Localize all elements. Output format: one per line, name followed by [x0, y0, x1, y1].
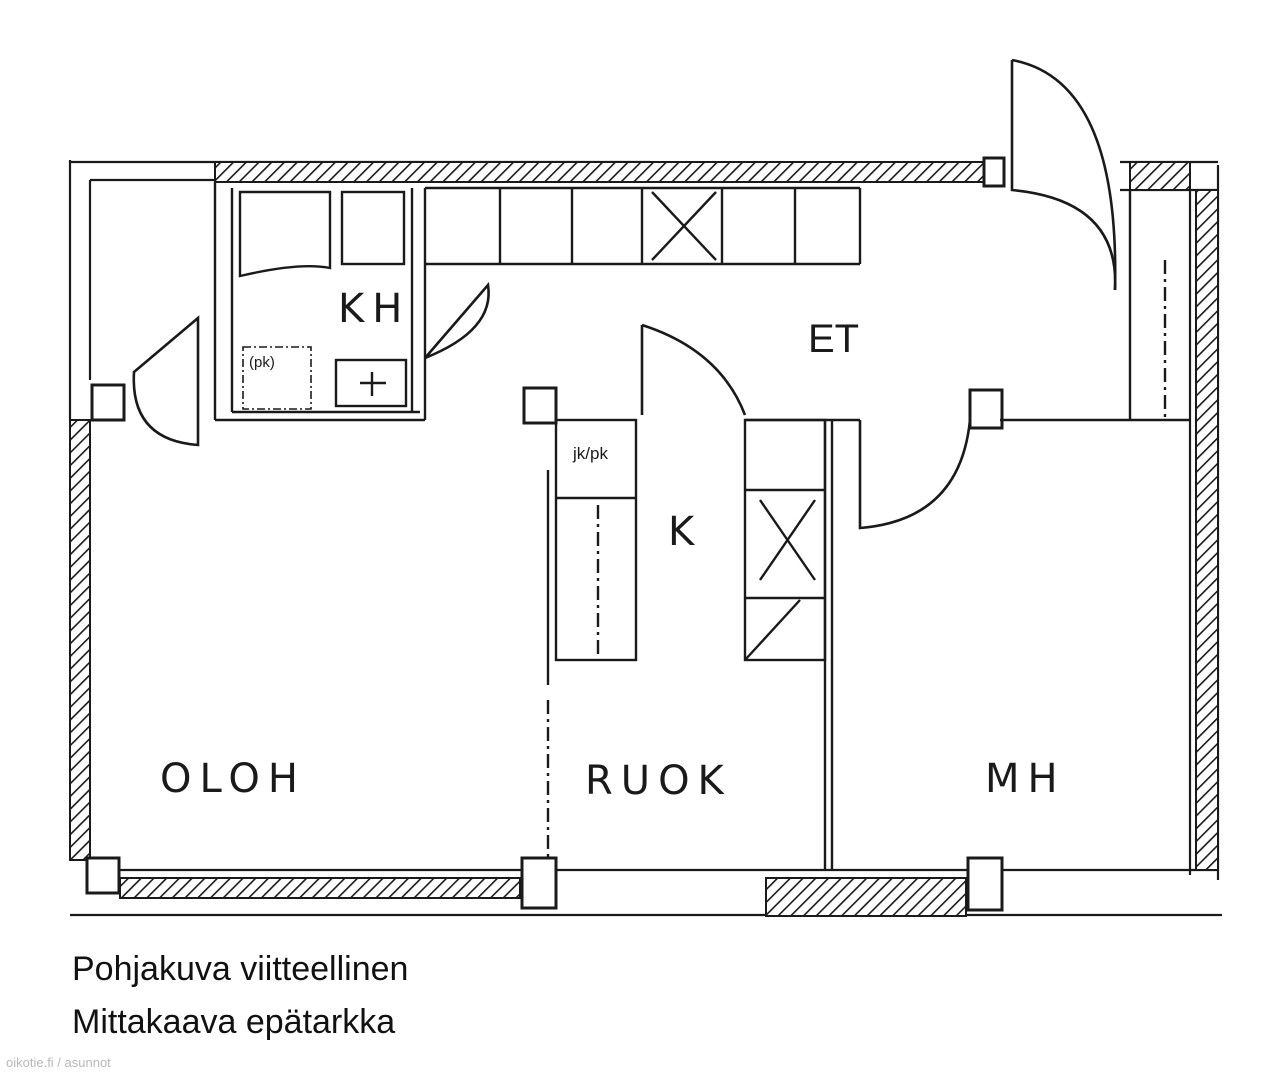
washbasin — [334, 358, 408, 408]
pk-dashed-box — [242, 346, 312, 410]
room-label-kh: KH — [338, 286, 410, 332]
wardrobe-row — [425, 186, 862, 266]
room-label-ruok: RUOK — [585, 758, 732, 804]
source-watermark: oikotie.fi / asunnot — [6, 1055, 111, 1070]
shower-tray — [238, 190, 332, 278]
room-label-et: ET — [808, 317, 859, 361]
fixture-label-jkpk: jk/pk — [572, 444, 608, 463]
fixture-label-pk: (pk) — [249, 354, 275, 371]
doors — [132, 58, 1117, 530]
disclaimer-approximate: Pohjakuva viitteellinen — [72, 950, 409, 988]
kitchen-counter-left — [554, 418, 638, 662]
pillars — [85, 156, 1006, 912]
disclaimer-scale: Mittakaava epätarkka — [72, 1003, 396, 1041]
hatched-walls — [69, 161, 1219, 917]
room-label-oloh: OLOH — [160, 756, 306, 802]
room-label-k: K — [668, 509, 702, 555]
toilet — [340, 190, 406, 266]
room-label-mh: MH — [985, 756, 1066, 802]
kitchen-counter-right — [743, 418, 827, 662]
